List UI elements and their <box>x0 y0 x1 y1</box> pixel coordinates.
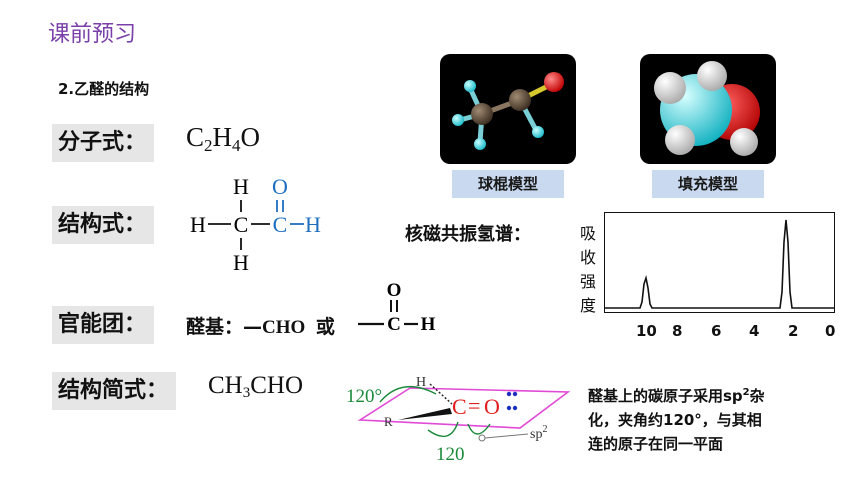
group-name: 醛基： <box>186 316 244 338</box>
atom-o-top: O <box>272 174 288 199</box>
nmr-title: 核磁共振氢谱： <box>405 224 531 245</box>
ball-and-stick-model-icon <box>440 54 576 164</box>
atom-h-top: H <box>233 174 249 199</box>
angle-top-label: 120° <box>346 386 382 407</box>
ylabel-char: 吸 <box>580 224 597 243</box>
lone-pairs <box>506 391 518 411</box>
group-or: 或 <box>315 316 335 338</box>
note-line: 连的原子在同一平面 <box>588 435 724 453</box>
sp2-pointer-line <box>484 433 529 439</box>
ylabel-char: 强 <box>580 272 597 291</box>
formula-subscript: 3 <box>242 385 251 401</box>
angle-arc-top <box>379 385 437 403</box>
atom-c-label: C <box>452 394 467 419</box>
atom-c1: C <box>234 212 249 237</box>
x-tick: 6 <box>711 322 722 340</box>
nmr-spectrum-plot <box>604 212 835 313</box>
formula-part: O <box>240 122 261 152</box>
functional-group-line: 醛基：—CHO 或 <box>186 312 335 339</box>
condensed-formula-label: 结构简式： <box>52 372 177 410</box>
note-part: 杂 <box>749 387 765 405</box>
sp2-label: sp2 <box>530 424 547 442</box>
group-atom-o: O <box>387 280 402 301</box>
molecular-plane <box>357 387 571 429</box>
formula-part: CHO <box>250 372 304 399</box>
angle-arc-bottom-left <box>427 421 459 438</box>
subtitle: 2.乙醛的结构 <box>58 80 150 98</box>
sp2-pointer-dot <box>478 434 486 442</box>
atom-h-label: H <box>416 375 426 390</box>
angle-arc-bottom-right <box>467 423 491 435</box>
space-filling-model-icon <box>640 54 776 164</box>
sp2-base: sp <box>530 427 542 442</box>
hybridization-note: 醛基上的碳原子采用sp2杂 化，夹角约120°，与其相 连的原子在同一平面 <box>588 381 844 456</box>
x-tick: 10 <box>636 322 657 340</box>
molecular-formula-label: 分子式： <box>52 124 155 162</box>
sp2-superscript: 2 <box>542 424 547 435</box>
aldehyde-group-diagram: O C H <box>358 280 436 335</box>
note-part: 醛基上的碳原子采用sp <box>588 387 743 405</box>
condensed-formula: CH3CHO <box>208 372 303 402</box>
atom-h-bottom: H <box>233 250 249 275</box>
space-filling-caption: 填充模型 <box>652 170 764 198</box>
formula-part: CH <box>208 372 243 399</box>
bond-c-r-wedge <box>398 408 452 420</box>
formula-part: C <box>186 122 205 152</box>
section-title: 课前预习 <box>48 22 137 47</box>
ylabel-char: 收 <box>580 248 597 267</box>
atom-h-right: H <box>305 212 321 237</box>
molecular-formula: C2H4O <box>186 122 260 156</box>
atom-c2: C <box>273 212 288 237</box>
atom-h-left: H <box>190 212 206 237</box>
atom-r-label: R <box>384 414 393 429</box>
functional-group-label: 官能团： <box>52 306 155 344</box>
note-superscript: 2 <box>742 387 750 398</box>
note-line: 化，夹角约120°，与其相 <box>588 411 762 429</box>
x-tick: 0 <box>825 322 836 340</box>
x-tick: 8 <box>672 322 683 340</box>
group-formula: CHO <box>262 317 306 338</box>
bond-c-h-dashed <box>429 383 453 405</box>
ball-and-stick-caption: 球棍模型 <box>452 170 564 198</box>
formula-subscript: 2 <box>204 136 213 155</box>
group-atom-c: C <box>387 314 401 335</box>
x-tick: 2 <box>788 322 799 340</box>
group-dash: — <box>243 316 263 338</box>
nmr-ylabel: 吸 收 强 度 <box>580 222 598 318</box>
carbonyl-plane-diagram: 120° 120 H R C = O sp2 <box>346 375 571 465</box>
x-tick: 4 <box>749 322 760 340</box>
ylabel-char: 度 <box>580 296 597 315</box>
structural-formula-label: 结构式： <box>52 206 155 244</box>
angle-bottom-label: 120 <box>436 444 465 465</box>
nmr-frame <box>604 212 835 313</box>
group-atom-h: H <box>421 314 436 335</box>
formula-part: H <box>212 122 233 152</box>
formula-subscript: 4 <box>232 136 241 155</box>
nmr-spectrum-line <box>605 219 834 309</box>
structural-formula-diagram: H O H C C H H <box>190 174 321 275</box>
atom-o-label: O <box>484 394 500 419</box>
note-line: 醛基上的碳原子采用sp2杂 <box>588 381 844 408</box>
bond-double-label: = <box>468 393 480 418</box>
